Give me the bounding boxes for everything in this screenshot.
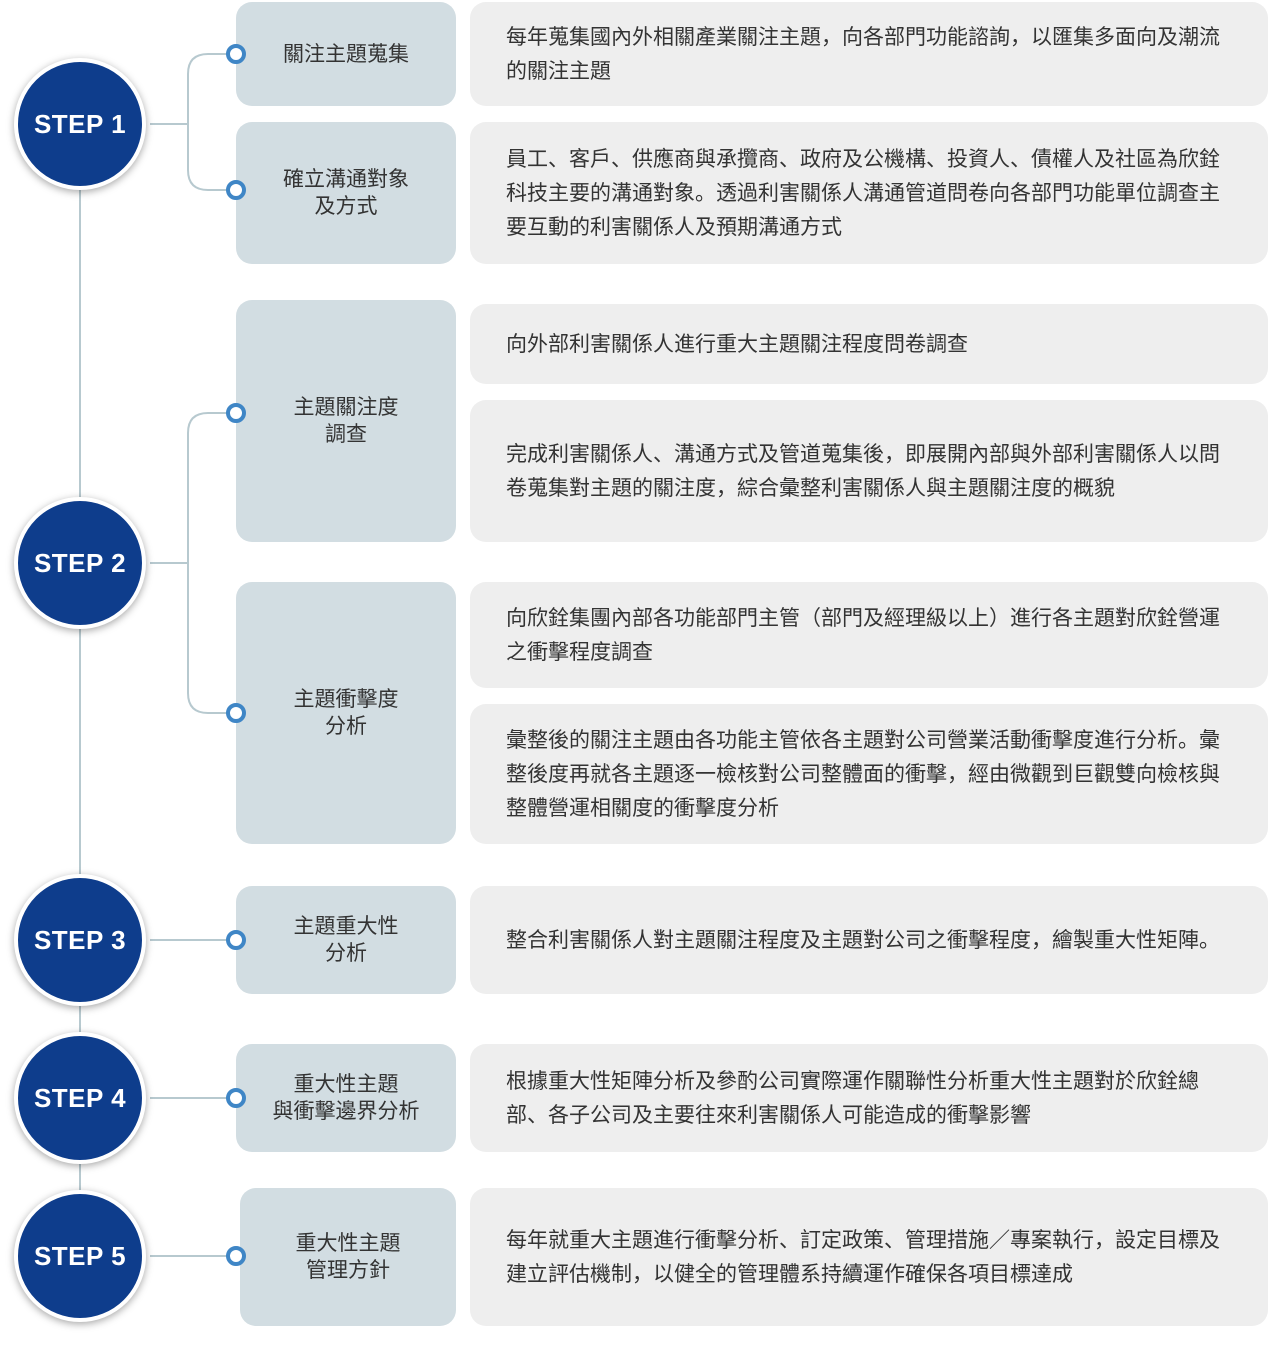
topic-label-box: 主題重大性 分析 [236,886,456,994]
description-text: 整合利害關係人對主題關注程度及主題對公司之衝擊程度，繪製重大性矩陣。 [506,928,1220,952]
step-2-label: STEP 2 [33,547,127,578]
description-box: 向外部利害關係人進行重大主題關注程度問卷調查 [470,304,1268,384]
topic-title: 關注主題蒐集 [283,41,409,66]
step-4-circle: STEP 4 [14,1032,146,1164]
topic-title: 主題衝擊度 分析 [293,687,399,738]
topic-label-box: 主題衝擊度 分析 [236,582,456,844]
topic-label-box: 關注主題蒐集 [236,2,456,106]
description-box: 員工、客戶、供應商與承攬商、政府及公機構、投資人、債權人及社區為欣銓科技主要的溝… [470,122,1268,264]
connector-dot [226,703,246,723]
description-text: 員工、客戶、供應商與承攬商、政府及公機構、投資人、債權人及社區為欣銓科技主要的溝… [506,147,1220,239]
topic-title: 重大性主題 管理方針 [295,1231,401,1282]
step-4-label: STEP 4 [33,1082,127,1113]
connector-dot [226,180,246,200]
description-text: 向外部利害關係人進行重大主題關注程度問卷調查 [506,332,968,356]
step-5-circle: STEP 5 [14,1190,146,1322]
topic-label-box: 確立溝通對象 及方式 [236,122,456,264]
step2-bracket [187,412,236,714]
topic-label-box: 主題關注度 調查 [236,300,456,542]
description-box: 根據重大性矩陣分析及參酌公司實際運作關聯性分析重大性主題對於欣銓總部、各子公司及… [470,1044,1268,1152]
step-1-circle: STEP 1 [14,58,146,190]
connector-dot [226,1246,246,1266]
description-text: 根據重大性矩陣分析及參酌公司實際運作關聯性分析重大性主題對於欣銓總部、各子公司及… [506,1069,1199,1127]
description-box: 向欣銓集團內部各功能部門主管（部門及經理級以上）進行各主題對欣銓營運之衝擊程度調… [470,582,1268,688]
connector-dot [226,44,246,64]
description-box: 每年就重大主題進行衝擊分析、訂定政策、管理措施／專案執行，設定目標及建立評估機制… [470,1188,1268,1326]
step1-bracket [187,53,236,191]
step-1-label: STEP 1 [33,108,127,139]
topic-title: 主題關注度 調查 [293,395,399,446]
connector-dot [226,930,246,950]
description-box: 整合利害關係人對主題關注程度及主題對公司之衝擊程度，繪製重大性矩陣。 [470,886,1268,994]
description-text: 完成利害關係人、溝通方式及管道蒐集後，即展開內部與外部利害關係人以問卷蒐集對主題… [506,442,1220,500]
topic-title: 重大性主題 與衝擊邊界分析 [272,1072,420,1123]
topic-title: 確立溝通對象 及方式 [283,167,409,218]
description-box: 每年蒐集國內外相關產業關注主題，向各部門功能諮詢，以匯集多面向及潮流的關注主題 [470,2,1268,106]
topic-label-box: 重大性主題 與衝擊邊界分析 [236,1044,456,1152]
description-text: 每年蒐集國內外相關產業關注主題，向各部門功能諮詢，以匯集多面向及潮流的關注主題 [506,25,1220,83]
description-text: 每年就重大主題進行衝擊分析、訂定政策、管理措施／專案執行，設定目標及建立評估機制… [506,1228,1220,1286]
step-5-label: STEP 5 [33,1240,127,1271]
step-3-circle: STEP 3 [14,874,146,1006]
description-box: 彙整後的關注主題由各功能主管依各主題對公司營業活動衝擊度進行分析。彙整後度再就各… [470,704,1268,844]
connector-dot [226,403,246,423]
topic-title: 主題重大性 分析 [293,914,399,965]
connector-dot [226,1088,246,1108]
step-3-label: STEP 3 [33,924,127,955]
description-text: 彙整後的關注主題由各功能主管依各主題對公司營業活動衝擊度進行分析。彙整後度再就各… [506,728,1220,820]
topic-label-box: 重大性主題 管理方針 [240,1188,456,1326]
step-2-circle: STEP 2 [14,497,146,629]
description-text: 向欣銓集團內部各功能部門主管（部門及經理級以上）進行各主題對欣銓營運之衝擊程度調… [506,606,1220,664]
description-box: 完成利害關係人、溝通方式及管道蒐集後，即展開內部與外部利害關係人以問卷蒐集對主題… [470,400,1268,542]
